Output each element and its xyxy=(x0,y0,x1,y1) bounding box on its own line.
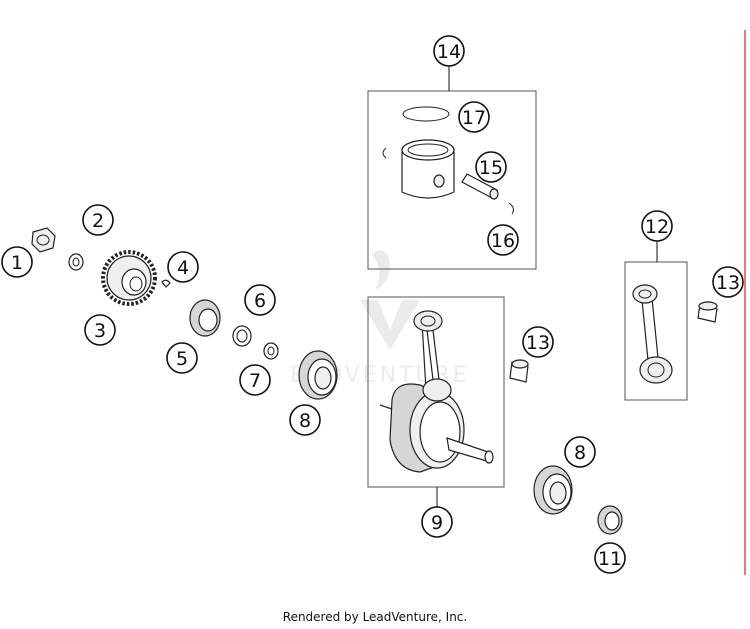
callout-8-left[interactable]: 8 xyxy=(289,404,321,436)
conrod-group-box xyxy=(624,261,688,401)
callout-16[interactable]: 16 xyxy=(487,224,519,256)
callout-11-label: 11 xyxy=(598,548,622,570)
piston-group-box xyxy=(367,90,537,270)
crankshaft-group-box xyxy=(367,296,505,488)
callout-7[interactable]: 7 xyxy=(239,364,271,396)
callout-12[interactable]: 12 xyxy=(641,210,673,242)
small-washer-part xyxy=(263,342,279,360)
callout-15[interactable]: 15 xyxy=(475,151,507,183)
crankshaft-part xyxy=(379,310,494,473)
callout-13-right[interactable]: 13 xyxy=(712,266,744,298)
callout-8-left-label: 8 xyxy=(299,410,311,432)
callout-13-right-label: 13 xyxy=(716,272,740,294)
nut-part xyxy=(31,227,56,253)
callout-1-label: 1 xyxy=(11,252,23,274)
callout-8-right[interactable]: 8 xyxy=(564,436,596,468)
callout-5[interactable]: 5 xyxy=(166,342,198,374)
callout-17[interactable]: 17 xyxy=(458,101,490,133)
circlip-right-part xyxy=(508,202,514,215)
callout-13-center-label: 13 xyxy=(526,332,550,354)
piston-pin-part xyxy=(461,173,499,200)
callout-9[interactable]: 9 xyxy=(421,506,453,538)
shaft-seal-part xyxy=(189,299,221,337)
callout-8-right-label: 8 xyxy=(574,442,586,464)
primary-gear-part xyxy=(101,250,157,306)
piston-part xyxy=(401,139,455,199)
callout-5-label: 5 xyxy=(176,348,188,370)
callout-14[interactable]: 14 xyxy=(433,35,465,67)
callout-13-center[interactable]: 13 xyxy=(522,326,554,358)
callout-9-label: 9 xyxy=(431,512,443,534)
callout-7-label: 7 xyxy=(249,370,261,392)
callout-14-label: 14 xyxy=(437,41,461,63)
ball-bearing-right-part xyxy=(533,465,573,515)
callout-3[interactable]: 3 xyxy=(84,314,116,346)
callout-6-label: 6 xyxy=(254,290,266,312)
callout-2[interactable]: 2 xyxy=(82,204,114,236)
callout-15-label: 15 xyxy=(479,157,503,179)
woodruff-key-part xyxy=(161,279,171,288)
circlip-left-part xyxy=(382,147,387,159)
needle-bearing-right-part xyxy=(697,301,718,323)
callout-6[interactable]: 6 xyxy=(244,284,276,316)
callout-3-label: 3 xyxy=(94,320,106,342)
needle-bearing-center-part xyxy=(509,359,529,383)
lock-washer-part xyxy=(68,253,84,271)
callout-4[interactable]: 4 xyxy=(167,251,199,283)
callout-12-label: 12 xyxy=(645,216,669,238)
callout-16-label: 16 xyxy=(491,230,515,252)
callout-2-label: 2 xyxy=(92,210,104,232)
callout-17-label: 17 xyxy=(462,107,486,129)
bearing-ring-part xyxy=(597,505,623,535)
piston-ring-part xyxy=(402,106,450,122)
shim-washer-part xyxy=(232,325,252,347)
connecting-rod-part xyxy=(632,284,673,384)
callout-1[interactable]: 1 xyxy=(1,246,33,278)
callout-4-label: 4 xyxy=(177,257,189,279)
callout-11[interactable]: 11 xyxy=(594,542,626,574)
ball-bearing-left-part xyxy=(298,350,338,400)
footer-credit: Rendered by LeadVenture, Inc. xyxy=(282,610,468,624)
